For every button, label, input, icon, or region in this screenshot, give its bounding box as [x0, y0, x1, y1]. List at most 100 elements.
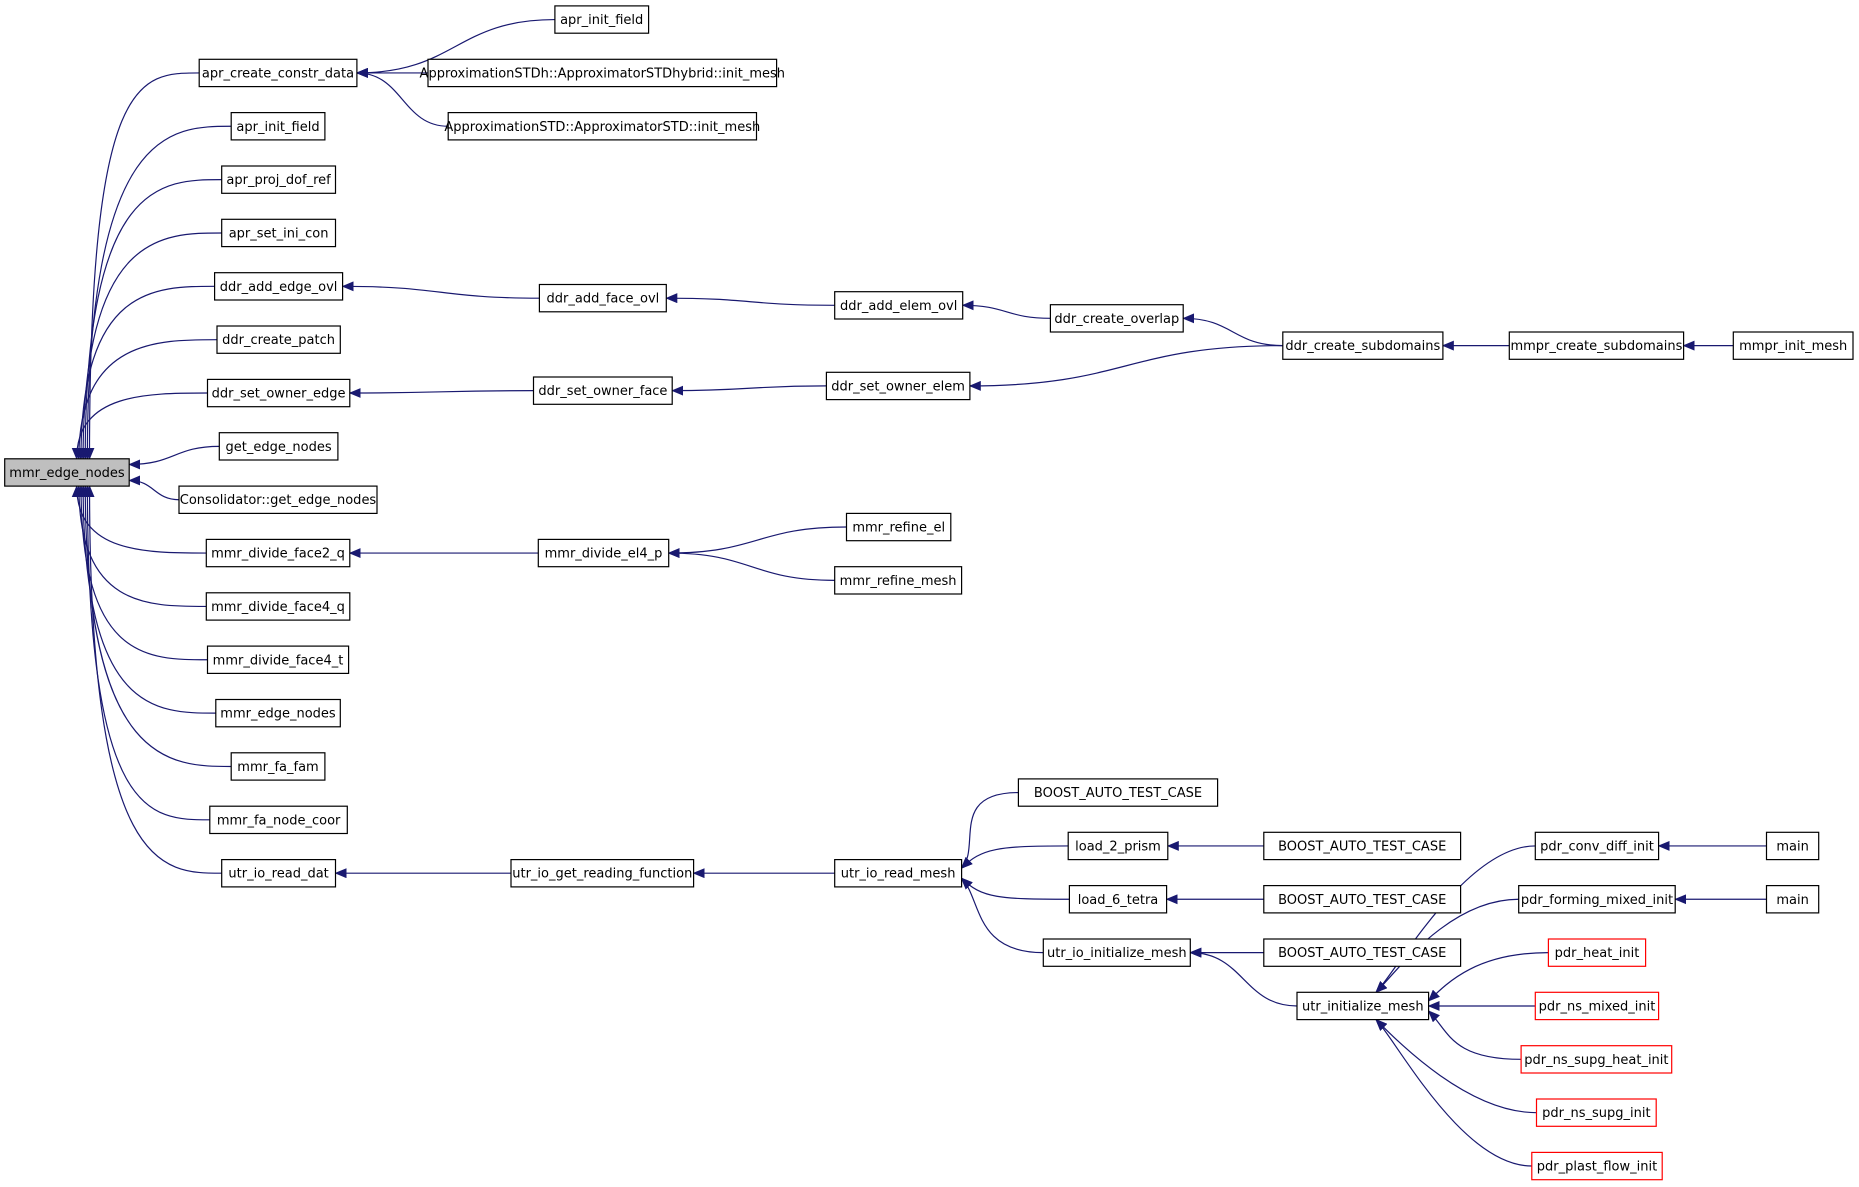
node-label: mmpr_create_subdomains [1510, 339, 1682, 354]
node-ddr-create-overlap[interactable]: ddr_create_overlap [1049, 304, 1184, 333]
node-label: mmr_divide_face2_q [211, 547, 345, 562]
node-consolidator[interactable]: Consolidator::get_edge_nodes [178, 485, 378, 515]
node-label: BOOST_AUTO_TEST_CASE [1278, 839, 1446, 854]
node-pdr-ns-supg-init[interactable]: pdr_ns_supg_init [1535, 1098, 1657, 1127]
edge-ddr-create-overlap-to-ddr-add-elem [961, 300, 1051, 319]
node-utr-io-get-reading[interactable]: utr_io_get_reading_function [510, 858, 695, 888]
node-boost-4[interactable]: BOOST_AUTO_TEST_CASE [1263, 938, 1462, 967]
node-label: mmr_edge_nodes [9, 466, 125, 481]
node-label: utr_initialize_mesh [1302, 1000, 1424, 1015]
node-pdr-ns-mixed-init[interactable]: pdr_ns_mixed_init [1534, 991, 1660, 1021]
node-box [221, 165, 337, 194]
node-ddr-set-owner-edge[interactable]: ddr_set_owner_edge [206, 378, 351, 408]
node-box [1520, 1045, 1673, 1074]
root-node-root[interactable]: mmr_edge_nodes [4, 458, 130, 487]
node-ddr-set-owner-elem[interactable]: ddr_set_owner_elem [825, 371, 971, 401]
node-box [1765, 884, 1820, 914]
edge-ddr-add-elem-to-ddr-add-face [665, 293, 835, 306]
node-load-6-tetra[interactable]: load_6_tetra [1068, 884, 1168, 914]
node-main-1[interactable]: main [1765, 831, 1820, 861]
node-mmr-divide-face2-q[interactable]: mmr_divide_face2_q [205, 538, 351, 568]
node-mmr-divide-face4-t[interactable]: mmr_divide_face4_t [206, 645, 350, 674]
node-main-2[interactable]: main [1765, 884, 1820, 914]
edge-ddr-add-face-to-ddr-add-edge [341, 281, 540, 299]
node-approx-std[interactable]: ApproximationSTD::ApproximatorSTD::init_… [444, 111, 760, 141]
node-box [216, 325, 341, 354]
node-utr-initialize-mesh[interactable]: utr_initialize_mesh [1296, 991, 1430, 1021]
edge-pdr-ns-supg-heat-init-to-utr-initialize-mesh [1427, 1010, 1522, 1060]
node-box [845, 512, 952, 542]
node-apr-init-field[interactable]: apr_init_field [230, 111, 326, 141]
node-box [221, 858, 337, 888]
node-utr-io-initialize-mesh[interactable]: utr_io_initialize_mesh [1042, 938, 1191, 967]
node-label: mmr_fa_node_coor [217, 813, 341, 828]
edge-pdr-heat-init-to-utr-initialize-mesh [1427, 952, 1549, 1002]
node-box [1042, 938, 1191, 967]
edge-pdr-ns-supg-init-to-utr-initialize-mesh [1375, 1018, 1537, 1114]
node-load-2-prism[interactable]: load_2_prism [1067, 831, 1169, 861]
node-ddr-add-elem[interactable]: ddr_add_elem_ovl [834, 291, 964, 320]
node-label: ddr_add_face_ovl [547, 292, 660, 307]
node-pdr-plast-flow-init[interactable]: pdr_plast_flow_init [1531, 1151, 1663, 1181]
node-boost-1[interactable]: BOOST_AUTO_TEST_CASE [1017, 778, 1219, 807]
node-ddr-set-owner-face[interactable]: ddr_set_owner_face [532, 376, 673, 405]
node-box [1518, 884, 1676, 914]
node-box [1732, 331, 1854, 360]
node-get-edge-nodes[interactable]: get_edge_nodes [218, 432, 339, 461]
node-label: pdr_forming_mixed_init [1521, 893, 1673, 908]
node-label: mmr_divide_el4_p [545, 547, 663, 562]
edge-mmr-refine-mesh-to-mmr-divide-el4-p [667, 548, 835, 581]
node-pdr-conv-diff-init[interactable]: pdr_conv_diff_init [1534, 831, 1660, 861]
node-mmr-edge-nodes-2[interactable]: mmr_edge_nodes [215, 698, 341, 728]
node-apr-set[interactable]: apr_set_ini_con [221, 218, 337, 248]
node-label: mmr_edge_nodes [220, 707, 336, 722]
node-boost-2[interactable]: BOOST_AUTO_TEST_CASE [1263, 831, 1462, 861]
node-box [537, 538, 670, 568]
edge-apr-create-to-root [84, 72, 200, 460]
node-mmpr-create-subdomains[interactable]: mmpr_create_subdomains [1508, 331, 1685, 360]
node-box [1508, 331, 1685, 360]
node-ddr-create-subdomains[interactable]: ddr_create_subdomains [1282, 331, 1444, 360]
edge-mmr-fa-node-coor-to-root [82, 485, 210, 821]
node-utr-io-read-dat[interactable]: utr_io_read_dat [221, 858, 337, 888]
node-box [221, 218, 337, 248]
node-apr-proj[interactable]: apr_proj_dof_ref [221, 165, 337, 194]
node-pdr-ns-supg-heat-init[interactable]: pdr_ns_supg_heat_init [1520, 1045, 1673, 1074]
node-mmr-refine-el[interactable]: mmr_refine_el [845, 512, 952, 542]
node-utr-io-read-mesh[interactable]: utr_io_read_mesh [834, 858, 963, 888]
node-box [1049, 304, 1184, 333]
node-mmr-fa-fam[interactable]: mmr_fa_fam [230, 752, 326, 781]
edge-ddr-create-subdomains-to-ddr-set-owner-elem [968, 344, 1283, 391]
node-pdr-heat-init[interactable]: pdr_heat_init [1547, 938, 1647, 967]
node-label: mmr_refine_el [852, 521, 945, 536]
node-mmr-refine-mesh[interactable]: mmr_refine_mesh [834, 566, 963, 595]
node-mmr-fa-node-coor[interactable]: mmr_fa_node_coor [209, 805, 348, 835]
edge-consolidator-to-root [128, 475, 180, 501]
node-box [1547, 938, 1647, 967]
node-box [1017, 778, 1219, 807]
edge-ddr-create-subdomains-to-ddr-create-overlap [1182, 313, 1283, 347]
node-label: load_6_tetra [1078, 893, 1159, 908]
node-box [198, 58, 358, 88]
edge-mmr-refine-el-to-mmr-divide-el4-p [667, 526, 847, 559]
node-label: pdr_plast_flow_init [1537, 1160, 1657, 1175]
node-ddr-add-edge[interactable]: ddr_add_edge_ovl [214, 272, 344, 301]
edge-ddr-set-owner-elem-to-ddr-set-owner-face [671, 385, 827, 396]
node-label: mmpr_init_mesh [1739, 339, 1847, 354]
edge-mmr-edge-nodes-2-to-root [78, 485, 216, 714]
node-mmpr-init-mesh[interactable]: mmpr_init_mesh [1732, 331, 1854, 360]
node-boost-3[interactable]: BOOST_AUTO_TEST_CASE [1263, 884, 1462, 914]
node-label: pdr_ns_supg_init [1542, 1106, 1650, 1121]
node-approx-hybrid[interactable]: ApproximationSTDh::ApproximatorSTDhybrid… [420, 58, 785, 88]
node-apr-init-field-2[interactable]: apr_init_field [554, 5, 650, 34]
node-label: ddr_create_subdomains [1285, 339, 1440, 354]
node-apr-create[interactable]: apr_create_constr_data [198, 58, 358, 88]
node-mmr-divide-el4-p[interactable]: mmr_divide_el4_p [537, 538, 670, 568]
node-ddr-create-patch[interactable]: ddr_create_patch [216, 325, 341, 354]
node-mmr-divide-face4-q[interactable]: mmr_divide_face4_q [205, 592, 351, 621]
edge-utr-io-initialize-mesh-to-utr-io-read-mesh [960, 877, 1044, 954]
node-pdr-forming-mixed-init[interactable]: pdr_forming_mixed_init [1518, 884, 1676, 914]
node-ddr-add-face[interactable]: ddr_add_face_ovl [538, 283, 667, 313]
node-box [1282, 331, 1444, 360]
node-box [209, 805, 348, 835]
